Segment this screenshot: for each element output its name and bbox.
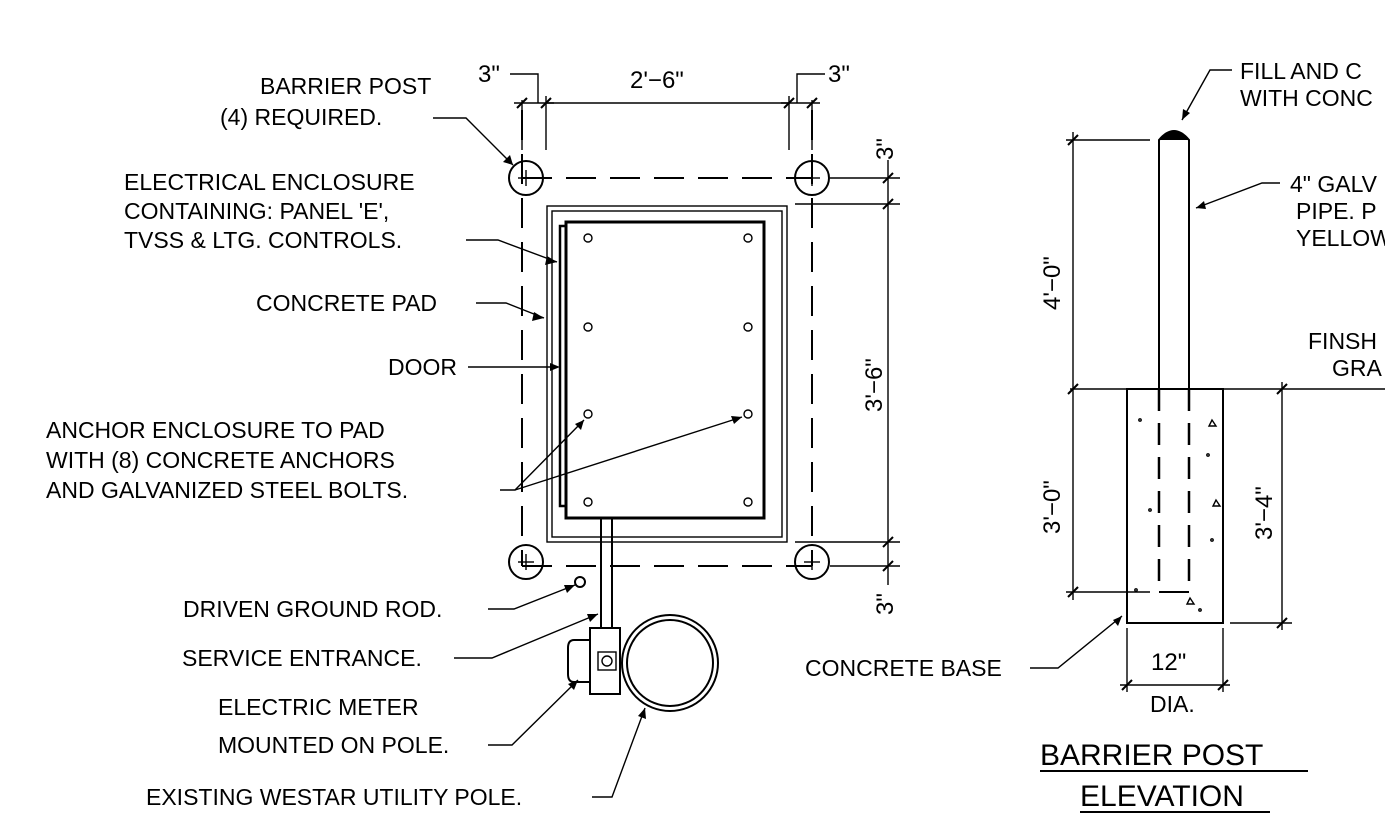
label-fill-line-2: WITH CONC bbox=[1240, 85, 1373, 111]
electric-meter bbox=[567, 627, 621, 695]
concrete-base bbox=[1126, 388, 1224, 624]
label-anchor-line-1: ANCHOR ENCLOSURE TO PAD bbox=[46, 417, 385, 443]
concrete-pad-outline bbox=[521, 110, 813, 567]
label-meter-line-1: ELECTRIC METER bbox=[218, 694, 419, 720]
label-anchor-line-3: AND GALVANIZED STEEL BOLTS. bbox=[46, 477, 408, 503]
label-enclosure-line-3: TVSS & LTG. CONTROLS. bbox=[124, 227, 402, 253]
plan-labels: BARRIER POST (4) REQUIRED. ELECTRICAL EN… bbox=[46, 73, 522, 810]
dim-dia-label: DIA. bbox=[1150, 691, 1195, 717]
plan-top-dimensions: 3" 2'−6" 3" bbox=[478, 61, 850, 150]
service-entrance-conduit bbox=[600, 518, 613, 628]
dim-top-middle: 2'−6" bbox=[630, 67, 684, 94]
label-door: DOOR bbox=[388, 354, 457, 380]
label-barrier-post: BARRIER POST bbox=[260, 73, 431, 99]
label-pipe-line-3: YELLOW bbox=[1296, 225, 1385, 251]
barrier-post-symbols bbox=[508, 160, 830, 580]
label-enclosure-line-1: ELECTRICAL ENCLOSURE bbox=[124, 169, 415, 195]
utility-pole bbox=[621, 614, 719, 712]
barrier-post-elevation: 4'−0" 3'−0" 3'−4" 12" DIA. FILL AND C WI… bbox=[805, 58, 1385, 813]
label-utility-pole: EXISTING WESTAR UTILITY POLE. bbox=[146, 784, 522, 810]
dim-right-bottom: 3" bbox=[872, 593, 899, 615]
label-concrete-base: CONCRETE BASE bbox=[805, 655, 1002, 681]
label-pipe-line-1: 4" GALV bbox=[1290, 171, 1378, 197]
label-fill-line-1: FILL AND C bbox=[1240, 58, 1362, 84]
label-meter-line-2: MOUNTED ON POLE. bbox=[218, 732, 449, 758]
elevation-title-line-1: BARRIER POST bbox=[1040, 739, 1263, 772]
elevation-title-line-2: ELEVATION bbox=[1080, 780, 1244, 813]
label-barrier-post-qty: (4) REQUIRED. bbox=[220, 104, 382, 130]
anchor-bolts bbox=[583, 233, 753, 507]
dim-top-left: 3" bbox=[478, 61, 500, 88]
ground-rod-symbol bbox=[574, 576, 586, 588]
label-grade-line-1: FINSH bbox=[1308, 328, 1377, 354]
steel-pipe-post bbox=[1158, 130, 1190, 389]
dim-above-grade: 4'−0" bbox=[1039, 256, 1066, 310]
dim-top-right: 3" bbox=[828, 61, 850, 88]
dim-diameter: 12" bbox=[1151, 649, 1186, 676]
plan-right-dimensions: 3" 3'−6" 3" bbox=[795, 138, 900, 615]
label-pipe-line-2: PIPE. P bbox=[1296, 198, 1377, 224]
dim-right-top: 3" bbox=[872, 138, 899, 160]
label-concrete-pad: CONCRETE PAD bbox=[256, 290, 437, 316]
label-grade-line-2: GRA bbox=[1332, 355, 1383, 381]
label-enclosure-line-2: CONTAINING: PANEL 'E', bbox=[124, 198, 389, 224]
plan-leaders bbox=[433, 117, 743, 798]
dim-right-middle: 3'−6" bbox=[861, 358, 888, 412]
label-anchor-line-2: WITH (8) CONCRETE ANCHORS bbox=[46, 447, 395, 473]
enclosure-door bbox=[558, 224, 568, 508]
label-service-entrance: SERVICE ENTRANCE. bbox=[182, 645, 422, 671]
label-ground-rod: DRIVEN GROUND ROD. bbox=[183, 596, 442, 622]
dim-base-depth: 3'−4" bbox=[1251, 486, 1278, 540]
concrete-cap bbox=[1159, 130, 1189, 140]
dim-embedment: 3'−0" bbox=[1039, 480, 1066, 534]
electrical-enclosure bbox=[546, 205, 788, 543]
concrete-stipple bbox=[1134, 418, 1222, 612]
